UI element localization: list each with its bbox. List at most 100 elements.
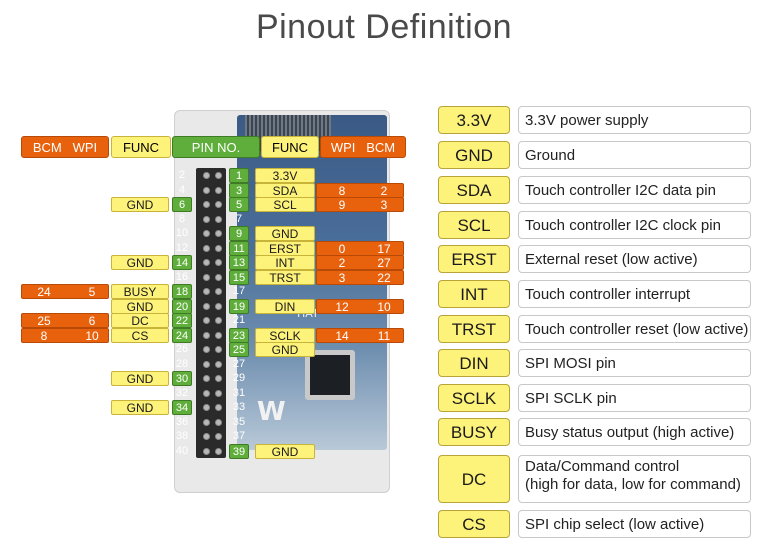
legend-description: Touch controller interrupt xyxy=(518,280,751,308)
legend-description: Touch controller I2C data pin xyxy=(518,176,751,204)
pin-func-9: GND xyxy=(255,226,315,241)
pin-func-1: 3.3V xyxy=(255,168,315,183)
pin-wpi-24: 10 xyxy=(85,328,99,343)
board-logo-text: W xyxy=(257,397,286,427)
header-pin-dot xyxy=(215,433,222,440)
legend-description-line2: (high for data, low for command) xyxy=(525,476,741,493)
header-pin-dot xyxy=(203,215,210,223)
header-pin-dot xyxy=(203,201,210,208)
legend-description: SPI chip select (low active) xyxy=(518,510,751,538)
pin-number-8: 8 xyxy=(178,212,186,225)
header-pin-dot xyxy=(203,186,210,194)
header-bcm-wpi-right: WPI BCM xyxy=(320,136,406,158)
pin-bcm-23: 11 xyxy=(377,328,391,343)
legend-key: ERST xyxy=(438,245,510,273)
pin-number-15: 15 xyxy=(229,269,249,285)
pin-number-38: 38 xyxy=(175,430,189,442)
pin-number-39: 39 xyxy=(229,443,249,459)
pin-number-35: 35 xyxy=(232,415,246,428)
header-pin-dot xyxy=(203,302,210,310)
pin-number-28: 28 xyxy=(175,357,189,370)
pin-number-18: 18 xyxy=(172,284,192,299)
header-pin-dot xyxy=(215,215,222,223)
pin-number-1: 1 xyxy=(229,168,249,183)
pin-number-5: 5 xyxy=(229,197,249,212)
pin-func-20: GND xyxy=(111,298,169,314)
header-pin-dot xyxy=(215,302,222,310)
header-right-wpi: WPI xyxy=(330,140,356,155)
pin-bcm-18: 24 xyxy=(37,285,51,299)
pin-number-16: 16 xyxy=(175,270,189,283)
gpio-header xyxy=(196,168,226,458)
pin-number-36: 36 xyxy=(175,415,189,428)
pin-func-18: BUSY xyxy=(111,284,169,299)
header-pin-dot xyxy=(215,360,222,368)
pin-func-3: SDA xyxy=(255,182,315,198)
pin-number-25: 25 xyxy=(229,342,249,357)
pin-bcm-5: 3 xyxy=(380,198,388,212)
pin-number-23: 23 xyxy=(229,327,249,343)
pin-func-5: SCL xyxy=(255,197,315,212)
pin-number-11: 11 xyxy=(229,240,249,256)
pin-number-32: 32 xyxy=(175,386,189,399)
header-pin-dot xyxy=(203,288,210,295)
header-right-func: FUNC xyxy=(261,136,319,158)
header-pin-dot xyxy=(203,259,210,266)
legend-description: Touch controller reset (low active) xyxy=(518,315,751,343)
legend-key: 3.3V xyxy=(438,106,510,134)
header-bcm-wpi-left: BCM WPI xyxy=(21,136,109,158)
pin-func-23: SCLK xyxy=(255,327,315,343)
header-pin-dot xyxy=(215,418,222,426)
legend-key: TRST xyxy=(438,315,510,343)
pin-wpi-15: 3 xyxy=(338,270,346,285)
pin-wpi-3: 8 xyxy=(338,183,346,198)
pin-bcm-13: 27 xyxy=(377,256,391,270)
legend-key: SCLK xyxy=(438,384,510,412)
legend-description: SPI SCLK pin xyxy=(518,384,751,412)
header-pin-dot xyxy=(203,346,210,353)
header-pin-dot xyxy=(203,360,210,368)
legend-description: SPI MOSI pin xyxy=(518,349,751,377)
legend-description-line1: Data/Command control xyxy=(525,458,680,475)
pin-number-10: 10 xyxy=(175,227,189,239)
legend-description: Data/Command control(high for data, low … xyxy=(518,455,751,503)
legend-key: DC xyxy=(438,455,510,503)
pin-bcm-22: 25 xyxy=(37,314,51,328)
pin-func-39: GND xyxy=(255,443,315,459)
pin-number-37: 37 xyxy=(232,430,246,442)
pin-func-15: TRST xyxy=(255,269,315,285)
pin-func-6: GND xyxy=(111,197,169,212)
legend-description: Busy status output (high active) xyxy=(518,418,751,446)
header-pin-dot xyxy=(215,346,222,353)
pin-number-26: 26 xyxy=(175,343,189,355)
pin-number-17: 17 xyxy=(232,285,246,297)
pin-bcm-24: 8 xyxy=(40,328,48,343)
pin-gpio-24: 8 10 xyxy=(21,327,109,343)
legend-key: DIN xyxy=(438,349,510,377)
pin-func-30: GND xyxy=(111,371,169,386)
pin-number-24: 24 xyxy=(172,327,192,343)
pin-wpi-22: 6 xyxy=(88,314,96,328)
pin-gpio-22: 25 6 xyxy=(21,313,109,328)
pin-number-7: 7 xyxy=(235,212,243,225)
header-left-func: FUNC xyxy=(111,136,171,158)
header-pin-no: PIN NO. xyxy=(172,136,260,158)
pin-number-21: 21 xyxy=(232,314,246,326)
header-pin-dot xyxy=(203,244,210,252)
pin-number-27: 27 xyxy=(232,357,246,370)
pin-number-29: 29 xyxy=(232,372,246,384)
pin-number-34: 34 xyxy=(172,400,192,415)
header-pin-dot xyxy=(215,375,222,382)
pin-number-3: 3 xyxy=(229,182,249,198)
pin-func-25: GND xyxy=(255,342,315,357)
header-pin-dot xyxy=(203,172,210,179)
legend-description: 3.3V power supply xyxy=(518,106,751,134)
legend-key: SDA xyxy=(438,176,510,204)
header-right-bcm: BCM xyxy=(366,140,396,155)
pin-wpi-13: 2 xyxy=(338,256,346,270)
legend-key: SCL xyxy=(438,211,510,239)
